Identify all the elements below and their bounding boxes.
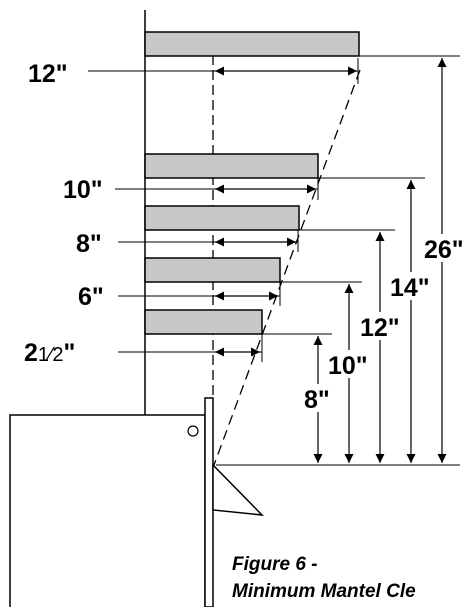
label-bg-10 <box>328 350 372 378</box>
shelf-label-2-5: 21⁄2" <box>24 339 75 367</box>
label-bg-8 <box>302 384 336 412</box>
label-bg-26 <box>424 234 466 262</box>
mantel-shelf-8 <box>144 205 300 231</box>
fireplace-hood <box>212 463 264 516</box>
height-label-26: 26" <box>424 236 464 264</box>
height-label-14: 14" <box>390 274 430 302</box>
mantel-shelf-6 <box>144 257 281 283</box>
label-bg-14 <box>390 272 434 300</box>
fireplace-body <box>9 414 206 607</box>
height-label-8: 8" <box>304 386 330 414</box>
mantel-shelf-2-5 <box>144 309 263 335</box>
figure-caption-title: Figure 6 - <box>232 554 318 575</box>
height-label-10: 10" <box>328 352 368 380</box>
shelf-label-10: 10" <box>63 176 103 204</box>
figure-caption-subtitle: Minimum Mantel Cle <box>232 581 416 602</box>
clearance-slope-line <box>213 69 361 466</box>
shelf-label-6: 6" <box>78 283 104 311</box>
mantel-shelf-10 <box>144 153 319 179</box>
height-label-12: 12" <box>360 314 400 342</box>
mantel-shelf-12 <box>144 31 360 57</box>
fireplace-standoff <box>204 397 214 607</box>
mounting-screw <box>187 425 199 437</box>
shelf-label-12: 12" <box>28 60 68 88</box>
label-bg-12 <box>360 312 404 340</box>
shelf-label-8: 8" <box>76 230 102 258</box>
